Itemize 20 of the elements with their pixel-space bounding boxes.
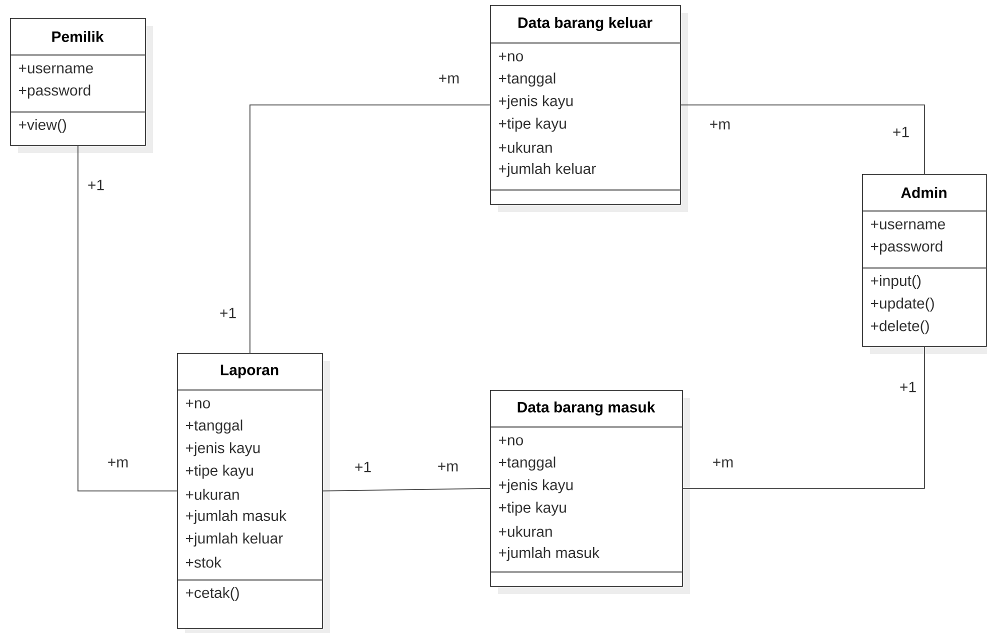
multiplicity-label: +1: [355, 462, 371, 472]
association-line: [680, 104, 925, 174]
multiplicity-label: +m: [438, 462, 458, 472]
multiplicity-label: +m: [439, 74, 459, 84]
class-box: Data barang masuk +no +tanggal +jenis kayu +tipe kayu +ukuran +jumlah masuk: [490, 390, 690, 594]
class-box: Laporan +no +tanggal +jenis kayu +tipe kayu +ukuran +jumlah masuk +jumlah keluar +stok +cetak(): [176, 353, 330, 633]
association-line: [250, 104, 490, 354]
association-line: [682, 346, 925, 489]
multiplicity-label: +1: [220, 308, 236, 318]
multiplicity-label: +m: [713, 458, 733, 468]
association-line: [78, 145, 178, 492]
multiplicity-label: +1: [900, 382, 916, 392]
multiplicity-label: +1: [88, 180, 104, 190]
class-box: Pemilik +username +password +view(): [10, 18, 153, 153]
multiplicity-label: +m: [710, 120, 730, 130]
association-line: [322, 488, 490, 492]
multiplicity-label: +m: [108, 458, 128, 468]
class-box: Admin +username +password +input() +update() +delete(): [862, 174, 987, 354]
class-box: Data barang keluar +no +tanggal +jenis kayu +tipe kayu +ukuran +jumlah keluar: [490, 5, 688, 212]
multiplicity-label: +1: [893, 126, 909, 138]
